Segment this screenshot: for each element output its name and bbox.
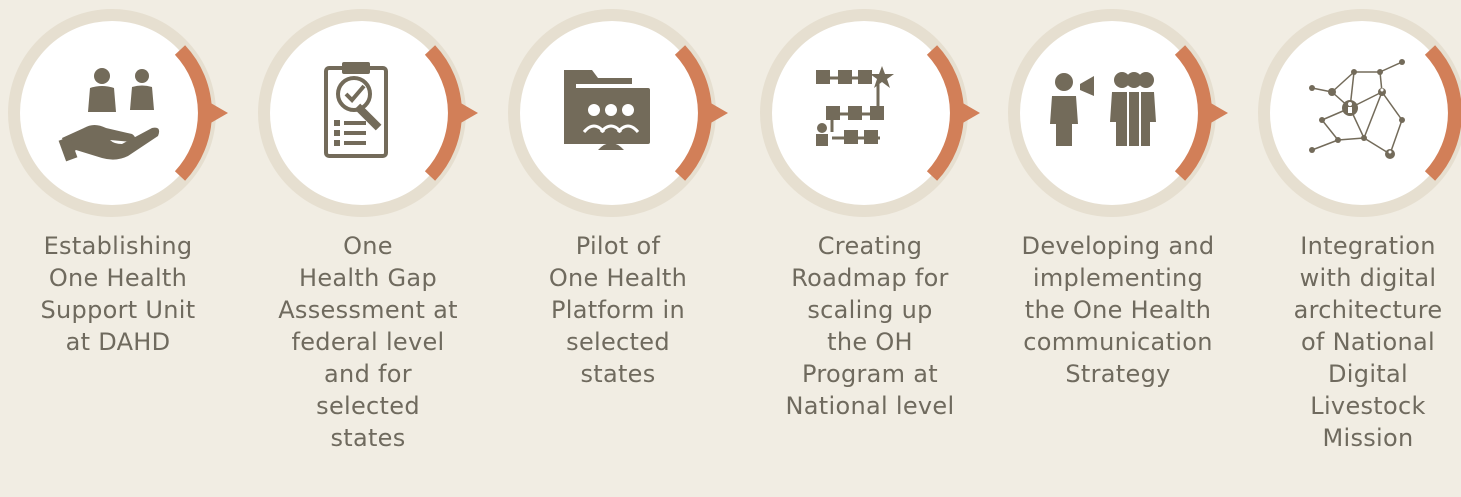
step-label: One Health Gap Assessment at federal lev… bbox=[278, 232, 458, 452]
roadmap-flow-icon bbox=[816, 66, 894, 146]
step-ring bbox=[8, 9, 228, 217]
step-digital-integration: Integration with digital architecture of… bbox=[1250, 0, 1461, 497]
network-people-icon bbox=[1309, 59, 1405, 159]
folder-group-icon bbox=[564, 70, 650, 150]
megaphone-crowd-icon bbox=[1050, 72, 1156, 146]
step-communication-strategy: Developing and implementing the One Heal… bbox=[1000, 0, 1248, 497]
step-ring bbox=[1258, 9, 1461, 217]
step-label: Integration with digital architecture of… bbox=[1293, 232, 1443, 452]
step-label: Developing and implementing the One Heal… bbox=[1021, 232, 1215, 388]
step-label: Creating Roadmap for scaling up the OH P… bbox=[785, 232, 955, 420]
step-roadmap: Creating Roadmap for scaling up the OH P… bbox=[752, 0, 1000, 497]
clipboard-magnifier-icon bbox=[324, 62, 388, 158]
hand-holding-people-icon bbox=[58, 68, 160, 162]
step-label: Establishing One Health Support Unit at … bbox=[40, 232, 196, 356]
step-gap-assessment: One Health Gap Assessment at federal lev… bbox=[250, 0, 498, 497]
step-label: Pilot of One Health Platform in selected… bbox=[548, 232, 688, 388]
step-establishing-support-unit: Establishing One Health Support Unit at … bbox=[0, 0, 248, 497]
step-pilot-platform: Pilot of One Health Platform in selected… bbox=[500, 0, 748, 497]
